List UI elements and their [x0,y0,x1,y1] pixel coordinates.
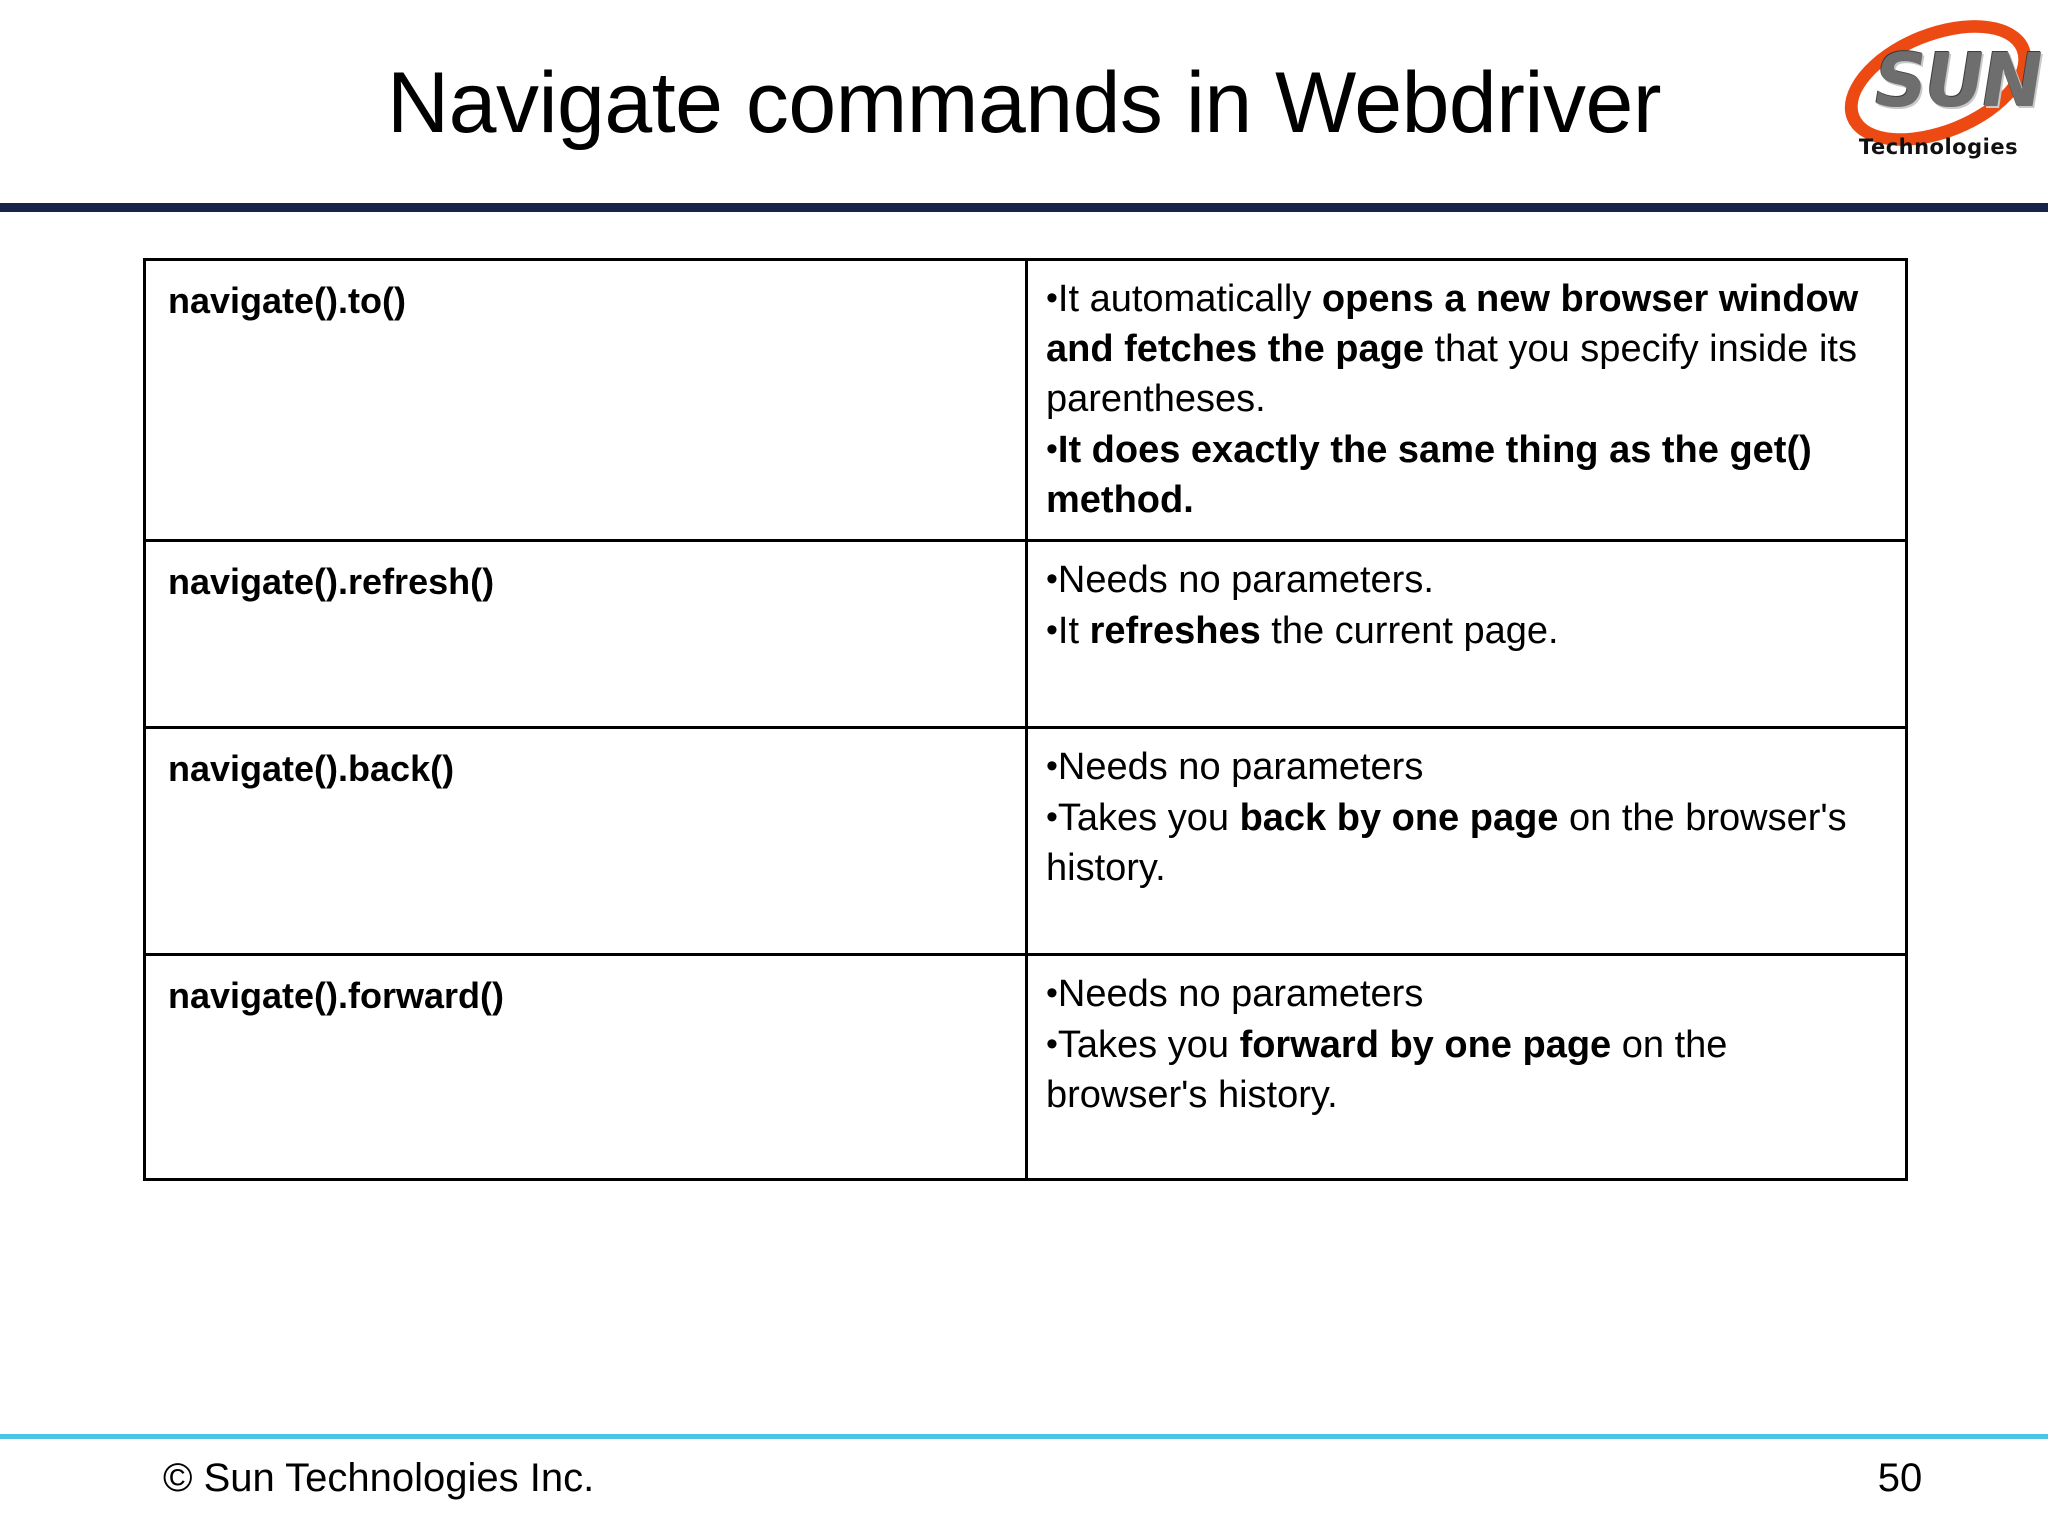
bullet-text-emphasis: It does exactly the same thing as the ge… [1046,429,1812,521]
description-bullets: •Needs no parameters. •It refreshes the … [1028,542,1905,670]
bullet-text: on the browser's history. [1046,797,1847,889]
table-row: navigate().back() •Needs no parameters •… [143,726,1908,956]
bullet-item: •Needs no parameters. [1046,554,1887,605]
bullet-dot-icon: • [1046,430,1058,468]
description-bullets: •Needs no parameters •Takes you forward … [1028,956,1905,1134]
bullet-dot-icon: • [1046,611,1058,649]
footer-divider [0,1434,2048,1439]
bullet-text: It automatically [1057,278,1322,320]
bullet-text-emphasis: refreshes [1089,610,1261,652]
logo-mark-text: SUN [1867,38,2048,124]
description-cell: •It automatically opens a new browser wi… [1025,258,1908,542]
command-cell: navigate().back() [143,726,1028,956]
bullet-item: •Takes you back by one page on the brows… [1046,792,1887,893]
bullet-text: Needs no parameters. [1057,559,1434,601]
table-row: navigate().refresh() •Needs no parameter… [143,539,1908,729]
bullet-dot-icon: • [1046,747,1058,785]
table-row: navigate().forward() •Needs no parameter… [143,953,1908,1181]
bullet-item: •Needs no parameters [1046,741,1887,792]
bullet-text: Needs no parameters [1057,746,1424,788]
description-cell: •Needs no parameters •Takes you back by … [1025,726,1908,956]
navigate-commands-table: navigate().to() •It automatically opens … [143,258,1908,1181]
bullet-item: •Needs no parameters [1046,968,1887,1019]
description-bullets: •Needs no parameters •Takes you back by … [1028,729,1905,907]
header-divider [0,203,2048,212]
bullet-dot-icon: • [1046,279,1058,317]
description-cell: •Needs no parameters. •It refreshes the … [1025,539,1908,729]
bullet-text-emphasis: forward by one page [1239,1024,1612,1066]
command-cell: navigate().to() [143,258,1028,542]
bullet-dot-icon: • [1046,974,1058,1012]
bullet-dot-icon: • [1046,560,1058,598]
bullet-text-emphasis: back by one page [1239,797,1559,839]
bullet-dot-icon: • [1046,1025,1058,1063]
logo-wordmark: Technologies [1858,135,2019,159]
bullet-text: It [1057,610,1090,652]
bullet-text-emphasis: opens a new browser window and fetches t… [1046,278,1859,370]
command-name: navigate().to() [168,280,406,321]
bullet-dot-icon: • [1046,798,1058,836]
bullet-text: that you specify inside its parentheses. [1046,328,1857,420]
bullet-text: the current page. [1260,610,1559,652]
command-cell: navigate().forward() [143,953,1028,1181]
bullet-text: Needs no parameters [1057,973,1424,1015]
command-name: navigate().forward() [168,975,505,1016]
command-cell: navigate().refresh() [143,539,1028,729]
bullet-text: Takes you [1057,797,1240,839]
table-row: navigate().to() •It automatically opens … [143,258,1908,542]
description-bullets: •It automatically opens a new browser wi… [1028,261,1905,539]
bullet-text: Takes you [1057,1024,1240,1066]
bullet-text: on the browser's history. [1046,1024,1728,1116]
bullet-item: •It automatically opens a new browser wi… [1046,273,1887,424]
table-body: navigate().to() •It automatically opens … [143,258,1908,1181]
description-cell: •Needs no parameters •Takes you forward … [1025,953,1908,1181]
bullet-item: •Takes you forward by one page on the br… [1046,1019,1887,1120]
bullet-item: •It refreshes the current page. [1046,605,1887,656]
footer-copyright: © Sun Technologies Inc. [163,1456,595,1500]
bullet-item: •It does exactly the same thing as the g… [1046,424,1887,525]
command-name: navigate().back() [168,748,455,789]
footer-page-number: 50 [1877,1456,1923,1500]
sun-technologies-logo: SUN Technologies [1826,0,2048,171]
page-title: Navigate commands in Webdriver [387,55,1661,151]
command-name: navigate().refresh() [168,561,495,602]
